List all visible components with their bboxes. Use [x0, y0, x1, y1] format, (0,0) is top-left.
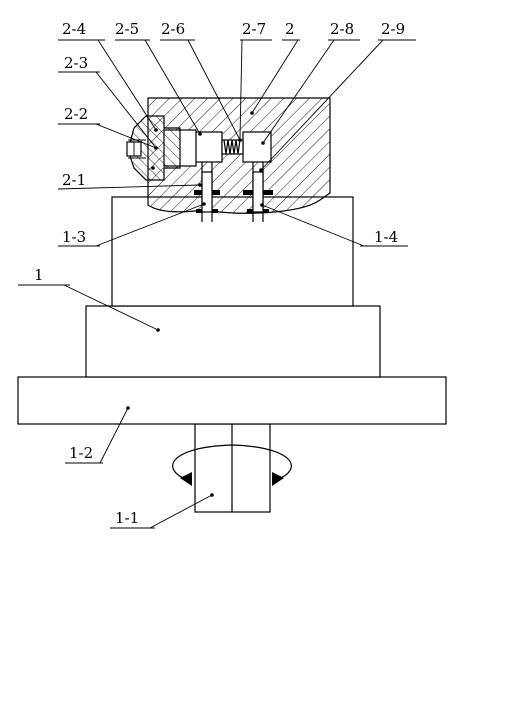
clamp-body: [147, 97, 331, 214]
o-ring-3: [243, 190, 253, 195]
label-2-8: 2-8: [330, 20, 354, 38]
label-2-6: 2-6: [161, 20, 185, 38]
label-2-2: 2-2: [64, 105, 88, 123]
workpiece: [111, 196, 354, 307]
leader-lines: [18, 39, 416, 529]
o-ring-4: [263, 190, 273, 195]
o-ring-8: [263, 209, 269, 213]
o-ring-7: [247, 209, 253, 213]
label-1-1: 1-1: [115, 509, 139, 527]
label-2-3: 2-3: [64, 54, 88, 72]
label-1: 1: [34, 266, 44, 284]
label-2: 2: [285, 20, 295, 38]
o-ring-1: [194, 190, 202, 195]
label-2-4: 2-4: [62, 20, 86, 38]
rotation-arrowhead-right: [272, 472, 284, 486]
label-2-1: 2-1: [62, 171, 86, 189]
o-ring-2: [212, 190, 220, 195]
turntable: [17, 376, 447, 425]
label-2-7: 2-7: [242, 20, 266, 38]
label-1-2: 1-2: [69, 444, 93, 462]
label-2-9: 2-9: [381, 20, 405, 38]
label-1-4: 1-4: [374, 228, 398, 246]
label-1-3: 1-3: [62, 228, 86, 246]
rotation-arrow: [172, 444, 292, 481]
valve-chamber: [242, 131, 272, 163]
rotation-arrowhead-left: [180, 472, 192, 486]
label-2-5: 2-5: [115, 20, 139, 38]
o-ring-5: [196, 209, 202, 213]
spring: [221, 139, 244, 155]
nozzle-bore: [193, 131, 223, 163]
o-ring-6: [212, 209, 218, 213]
